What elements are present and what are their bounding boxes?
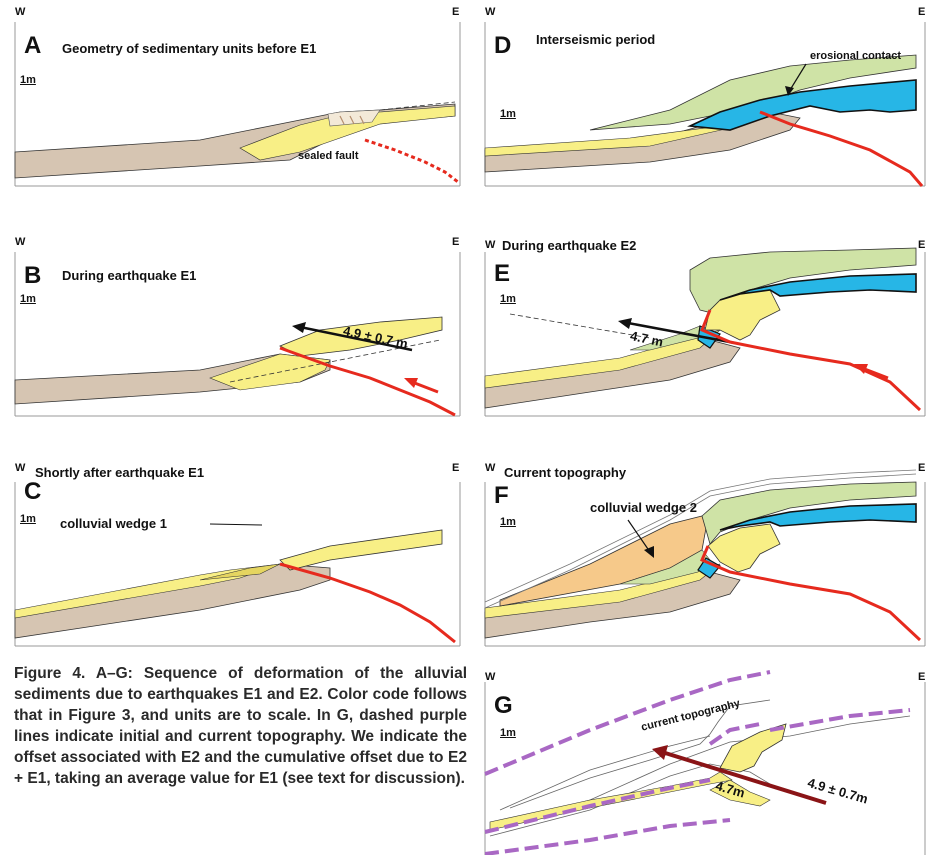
offset-arrow	[299, 325, 413, 352]
east-label: E	[452, 462, 460, 474]
panel-f: W E F Current topography 1m colluvial we…	[470, 460, 937, 655]
panel-title: During earthquake E2	[502, 238, 637, 253]
panel-letter: F	[494, 482, 509, 509]
panel-f-drawing	[484, 469, 926, 647]
panel-letter: A	[24, 32, 42, 59]
fault-line	[279, 346, 456, 417]
panel-c: W E C Shortly after earthquake E1 1m col…	[0, 460, 470, 655]
west-label: W	[15, 6, 26, 18]
panel-title: Interseismic period	[536, 32, 656, 47]
panel-letter: D	[494, 32, 512, 59]
west-label: W	[485, 6, 496, 18]
panel-title: Shortly after earthquake E1	[35, 465, 205, 480]
west-label: W	[15, 462, 26, 474]
panel-e: W E E During earthquake E2 1m 4.7 m	[470, 230, 937, 425]
scale-bar-label: 1m	[500, 727, 516, 739]
panel-b-drawing	[14, 252, 461, 417]
panel-letter: G	[494, 692, 513, 719]
panel-letter: B	[24, 262, 42, 289]
fault-line	[700, 545, 922, 642]
fault-line	[279, 562, 456, 644]
west-label: W	[485, 239, 496, 251]
figure-caption: Figure 4. A–G: Sequence of deformation o…	[14, 665, 467, 787]
scale-bar-label: 1m	[20, 513, 36, 525]
panel-g: W E G 1m current topography 4.7m 4.9 ± 0…	[470, 660, 937, 855]
fault-line	[700, 309, 922, 412]
panel-b: W E B During earthquake E1 1m 4.9 ± 0.7 …	[0, 230, 470, 425]
colluvial-wedge-label: colluvial wedge 2	[590, 500, 697, 515]
east-label: E	[452, 236, 460, 248]
east-label: E	[918, 6, 926, 18]
west-label: W	[485, 671, 496, 683]
colluvial-wedge-label: colluvial wedge 1	[60, 516, 167, 531]
panel-c-drawing	[14, 482, 461, 647]
scale-bar-label: 1m	[500, 293, 516, 305]
fault-line	[364, 138, 459, 184]
east-label: E	[918, 462, 926, 474]
panel-d: W E D Interseismic period 1m erosional c…	[470, 0, 937, 195]
fault-line	[759, 110, 924, 187]
panel-title: Current topography	[504, 465, 627, 480]
east-label: E	[918, 239, 926, 251]
east-label: E	[452, 6, 460, 18]
panel-title: Geometry of sedimentary units before E1	[62, 41, 317, 56]
offset-arrow	[661, 750, 827, 805]
panel-d-drawing	[484, 22, 926, 187]
panel-a: W E A Geometry of sedimentary units befo…	[0, 0, 470, 195]
scale-bar-label: 1m	[20, 74, 36, 86]
scale-bar-label: 1m	[20, 293, 36, 305]
east-label: E	[918, 671, 926, 683]
sealed-fault-label: sealed fault	[298, 150, 359, 162]
panel-letter: C	[24, 478, 42, 505]
west-label: W	[15, 236, 26, 248]
panel-title: During earthquake E1	[62, 268, 197, 283]
erosional-contact-label: erosional contact	[810, 50, 902, 62]
scale-bar-label: 1m	[500, 108, 516, 120]
panel-g-drawing	[484, 670, 926, 855]
panel-a-drawing	[14, 22, 461, 187]
panel-letter: E	[494, 260, 511, 287]
offset-arrow	[627, 321, 736, 345]
panel-e-drawing	[484, 247, 926, 417]
west-label: W	[485, 462, 496, 474]
scale-bar-label: 1m	[500, 516, 516, 528]
